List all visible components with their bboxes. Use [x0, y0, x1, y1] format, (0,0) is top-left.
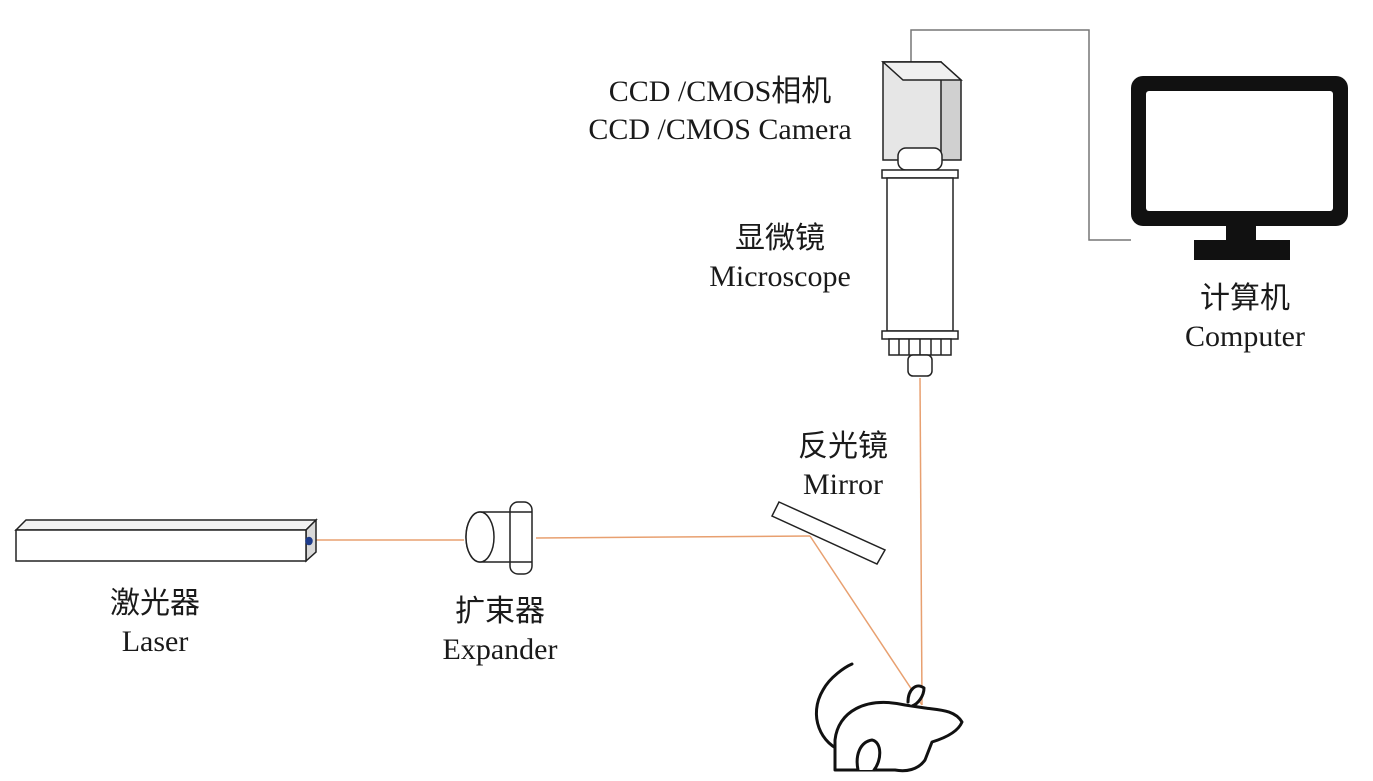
laser-beam — [312, 377, 923, 706]
microscope-label-zh: 显微镜 — [735, 222, 825, 255]
mirror-label-en: Mirror — [803, 468, 883, 501]
computer-monitor-icon — [1131, 76, 1348, 260]
microscope-label-en: Microscope — [709, 260, 851, 293]
expander-label-zh: 扩束器 — [455, 595, 545, 628]
expander-label: 扩束器 Expander — [420, 593, 580, 669]
camera-label: CCD /CMOS相机 CCD /CMOS Camera — [565, 73, 875, 149]
mirror-label-zh: 反光镜 — [798, 430, 888, 463]
expander-label-en: Expander — [442, 633, 558, 666]
mouse-icon — [814, 662, 964, 773]
laser-device — [14, 518, 318, 563]
camera-label-zh: CCD /CMOS相机 — [608, 75, 832, 108]
microscope-label: 显微镜 Microscope — [690, 220, 870, 296]
laser-label-en: Laser — [121, 625, 189, 658]
mirror — [770, 501, 887, 565]
data-cable — [910, 29, 1131, 241]
computer-label: 计算机 Computer — [1160, 280, 1330, 356]
laser-label-zh: 激光器 — [110, 587, 200, 620]
laser-label: 激光器 Laser — [90, 585, 220, 661]
camera-label-en: CCD /CMOS Camera — [588, 113, 852, 146]
mirror-label: 反光镜 Mirror — [778, 428, 908, 504]
computer-label-zh: 计算机 — [1200, 282, 1290, 315]
ccd-cmos-camera — [881, 61, 963, 171]
computer-label-en: Computer — [1185, 320, 1305, 353]
microscope — [881, 169, 959, 377]
beam-expander — [465, 501, 533, 575]
